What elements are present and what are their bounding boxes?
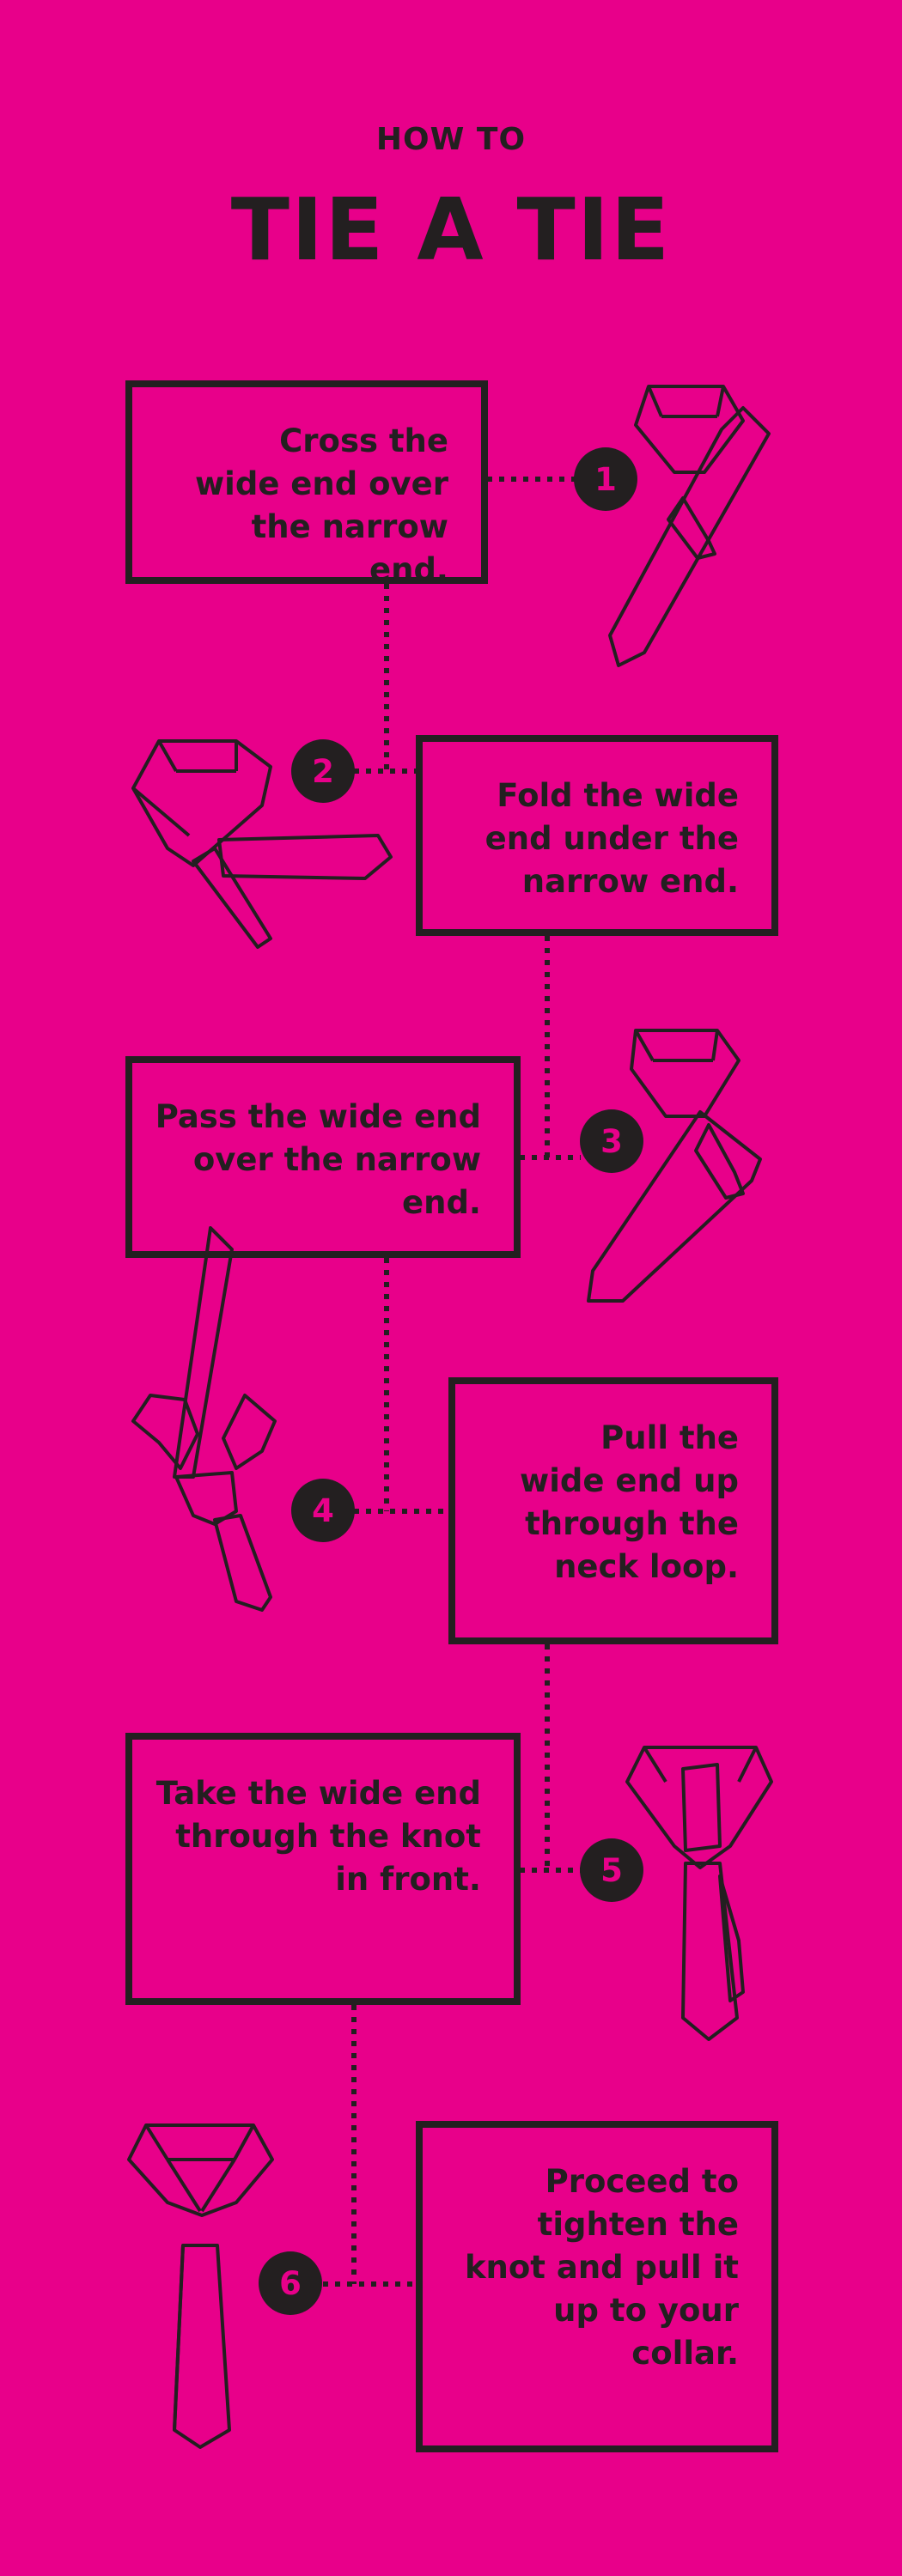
step-2-number: 2 xyxy=(291,739,355,803)
step-2-box: Fold the wide end under the narrow end. xyxy=(416,735,778,936)
step-6-text: Proceed to tighten the knot and pull it … xyxy=(464,2163,739,2372)
tie-finished-icon xyxy=(127,2123,274,2449)
tie-crossed-icon xyxy=(608,385,771,667)
step-4-text: Pull the wide end up through the neck lo… xyxy=(520,1419,739,1585)
page-title: TIE A TIE xyxy=(230,179,672,280)
tie-folded-icon xyxy=(131,739,393,949)
step-5-text: Take the wide end through the knot in fr… xyxy=(155,1775,481,1898)
step-2-text: Fold the wide end under the narrow end. xyxy=(485,777,739,900)
step-3-box: Pass the wide end over the narrow end. xyxy=(125,1056,521,1258)
step-6-box: Proceed to tighten the knot and pull it … xyxy=(416,2121,778,2452)
step-3-number: 3 xyxy=(580,1109,643,1173)
tie-pulled-up-icon xyxy=(131,1226,277,1612)
step-1-text: Cross the wide end over the narrow end. xyxy=(194,422,448,588)
step-3-text: Pass the wide end over the narrow end. xyxy=(155,1098,481,1221)
step-5-number: 5 xyxy=(580,1838,643,1902)
step-4-box: Pull the wide end up through the neck lo… xyxy=(448,1377,778,1644)
step-4-number: 4 xyxy=(291,1479,355,1542)
step-1-number: 1 xyxy=(574,447,637,511)
step-1-box: Cross the wide end over the narrow end. xyxy=(125,380,488,588)
step-5-box: Take the wide end through the knot in fr… xyxy=(125,1733,521,2005)
tie-through-knot-icon xyxy=(625,1746,773,2041)
step-6-number: 6 xyxy=(259,2251,322,2315)
tie-passed-over-icon xyxy=(587,1029,762,1303)
subtitle: HOW TO xyxy=(375,122,527,157)
